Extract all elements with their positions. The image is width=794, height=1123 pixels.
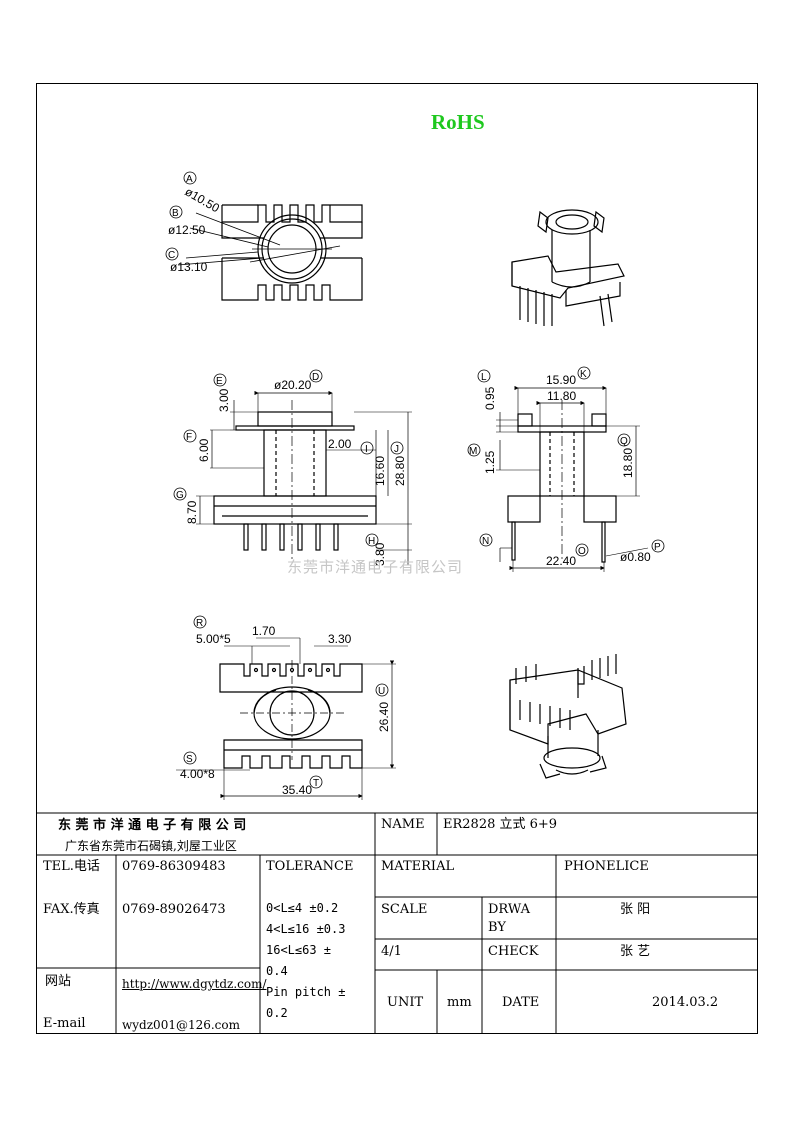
dim-c: ø13.10 (170, 260, 208, 274)
dim-f: 6.00 (197, 438, 211, 462)
dim-i2: 16.60 (373, 456, 387, 486)
dim-p: ø0.80 (620, 550, 651, 564)
dim-label-c: C (168, 250, 175, 261)
name-label: NAME (381, 817, 425, 832)
iso-view-top (511, 209, 625, 327)
dim-u: 26.40 (377, 702, 391, 732)
drawing-frame (36, 83, 758, 1034)
dim-label-r: R (196, 618, 203, 629)
dim-label-n: N (482, 536, 489, 547)
dim-label-b: B (172, 208, 179, 219)
dim-g: 8.70 (185, 500, 199, 524)
dim-label-h: H (368, 536, 375, 547)
dim-l: 0.95 (483, 386, 497, 410)
dim-label-j: J (394, 444, 399, 455)
dim-label-d: D (312, 372, 319, 383)
top-view (177, 204, 363, 301)
email-label: E-mail (43, 1016, 86, 1031)
material-label: MATERIAL (381, 859, 455, 874)
dim-s: 4.00*8 (180, 767, 215, 781)
dim-o: 22.40 (546, 554, 576, 568)
tel-label: TEL.电话 (43, 859, 100, 874)
dim-label-e: E (216, 376, 223, 387)
tolerance-2: 4<L≤16 ±0.3 (266, 922, 346, 936)
side-view (496, 385, 649, 572)
watermark: 东莞市洋通电子有限公司 (287, 558, 464, 576)
unit-label: UNIT (387, 995, 424, 1010)
dim-label-k: K (580, 369, 587, 380)
dim-label-p: P (654, 542, 661, 553)
title-block-grid (37, 812, 757, 1033)
rohs-mark: RoHS (431, 110, 485, 134)
date-value: 2014.03.2 (652, 995, 719, 1010)
dim-label-l: L (481, 372, 487, 383)
dim-label-m: M (469, 446, 477, 457)
dim-e: 3.00 (217, 388, 231, 412)
tolerance-3b: 0.4 (266, 964, 288, 978)
material-value: PHONELICE (564, 859, 649, 874)
dim-q: 18.80 (621, 448, 635, 478)
website-link[interactable]: http://www.dgytdz.com/ (122, 977, 267, 991)
tolerance-4: Pin pitch ± (266, 985, 346, 999)
scale-value: 4/1 (381, 944, 402, 959)
tolerance-4b: 0.2 (266, 1006, 288, 1020)
check-label: CHECK (488, 944, 539, 959)
dim-label-u: U (378, 686, 385, 697)
company-address: 广东省东莞市石碣镇,刘屋工业区 (65, 839, 237, 853)
check-value: 张 艺 (620, 944, 651, 959)
dim-r3: 3.30 (328, 632, 352, 646)
dim-label-s: S (186, 754, 193, 765)
tel-value: 0769-86309483 (122, 859, 226, 874)
bottom-view (176, 637, 396, 800)
dim-label-g: G (176, 490, 184, 501)
dim-label-q: Q (620, 436, 628, 447)
dim-j: 28.80 (393, 456, 407, 486)
dimension-labels: A ø10.50 B ø12.50 C ø13.10 ø20.20 D E 3.… (165, 171, 665, 797)
date-label: DATE (502, 995, 540, 1010)
dim-k: 15.90 (546, 373, 576, 387)
dim-a: ø10.50 (183, 184, 223, 215)
iso-view-bottom (509, 654, 627, 779)
tolerance-3: 16<L≤63 ± (266, 943, 332, 957)
dim-d: ø20.20 (274, 378, 312, 392)
drawn-value: 张 阳 (620, 902, 651, 917)
dim-k2: 11.80 (547, 389, 576, 403)
unit-value: mm (447, 995, 472, 1010)
dim-i: 2.00 (328, 437, 352, 451)
front-view (196, 390, 412, 565)
drawn-label-2: BY (488, 920, 506, 935)
tolerance-label: TOLERANCE (266, 859, 354, 874)
dim-label-i: I (365, 444, 368, 455)
fax-label: FAX.传真 (43, 902, 100, 917)
web-label: 网站 (45, 974, 72, 989)
scale-label: SCALE (381, 902, 428, 917)
tolerance-1: 0<L≤4 ±0.2 (266, 901, 339, 915)
dim-label-o: O (578, 546, 586, 557)
fax-value: 0769-89026473 (122, 902, 226, 917)
dim-label-a: A (186, 174, 193, 185)
drawn-label: DRWA (488, 902, 531, 917)
dim-r2: 1.70 (252, 624, 276, 638)
dim-m: 1.25 (483, 450, 497, 474)
email-value: wydz001@126.com (122, 1018, 241, 1032)
dim-label-t: T (313, 778, 319, 789)
dim-b: ø12.50 (168, 223, 206, 237)
name-value: ER2828 立式 6+9 (443, 817, 558, 832)
dim-h: 3.80 (373, 542, 387, 566)
dim-label-f: F (186, 432, 192, 443)
company-name: 东 莞 市 洋 通 电 子 有 限 公 司 (58, 818, 247, 833)
dim-r: 5.00*5 (196, 632, 231, 646)
dim-t: 35.40 (282, 783, 312, 797)
